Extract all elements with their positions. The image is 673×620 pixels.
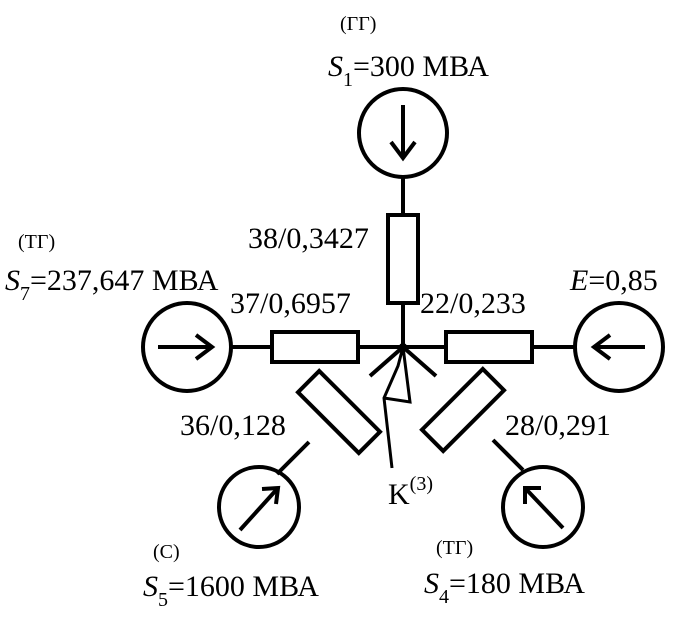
- s4-label: S4=180 МВА: [424, 567, 585, 608]
- arrow-down-icon: [389, 105, 417, 162]
- arrow-right-icon: [158, 333, 216, 361]
- node-point: [399, 343, 407, 351]
- wire-ll-outer: [275, 440, 311, 476]
- branch-right-label: 22/0,233: [420, 287, 526, 320]
- generator-circle-s1: [357, 87, 449, 179]
- source-s7: [141, 301, 272, 393]
- generator-circle-s5: [217, 465, 301, 549]
- source-s4: [501, 465, 585, 549]
- arrow-up-right-icon: [238, 485, 281, 532]
- generator-circle-e: [573, 301, 665, 393]
- branch-lower-right-label: 28/0,291: [505, 409, 611, 442]
- source-s5: [217, 465, 301, 549]
- s7-type-label: (ТГ): [18, 231, 55, 253]
- s4-type-label: (ТГ): [436, 537, 473, 559]
- generator-circle-s4: [501, 465, 585, 549]
- branch-left-label: 37/0,6957: [230, 287, 351, 320]
- resistor-lower-right: [419, 366, 507, 454]
- s1-label: S1=300 МВА: [328, 50, 489, 91]
- branch-top-label: 38/0,3427: [248, 222, 369, 255]
- wire-lr-inner: [401, 345, 438, 378]
- resistor-right: [444, 330, 534, 364]
- source-e: [532, 301, 665, 393]
- s1-type-label: (ГГ): [340, 13, 376, 35]
- branch-lower-left-label: 36/0,128: [180, 409, 286, 442]
- source-s1: [357, 87, 449, 215]
- e-label: E=0,85: [569, 264, 658, 297]
- s5-label: S5=1600 МВА: [143, 570, 319, 611]
- s7-label: S7=237,647 МВА: [5, 264, 219, 305]
- resistor-lower-left: [295, 368, 383, 456]
- fault-indicator: [382, 346, 412, 469]
- resistor-top: [386, 213, 420, 305]
- wire-lr-outer: [491, 438, 525, 472]
- wire-ll-inner: [368, 345, 405, 378]
- arrow-up-left-icon: [523, 486, 565, 530]
- resistor-left: [270, 330, 360, 364]
- s5-type-label: (С): [153, 541, 180, 563]
- fault-label: K(3): [388, 473, 433, 511]
- arrow-left-icon: [590, 333, 645, 361]
